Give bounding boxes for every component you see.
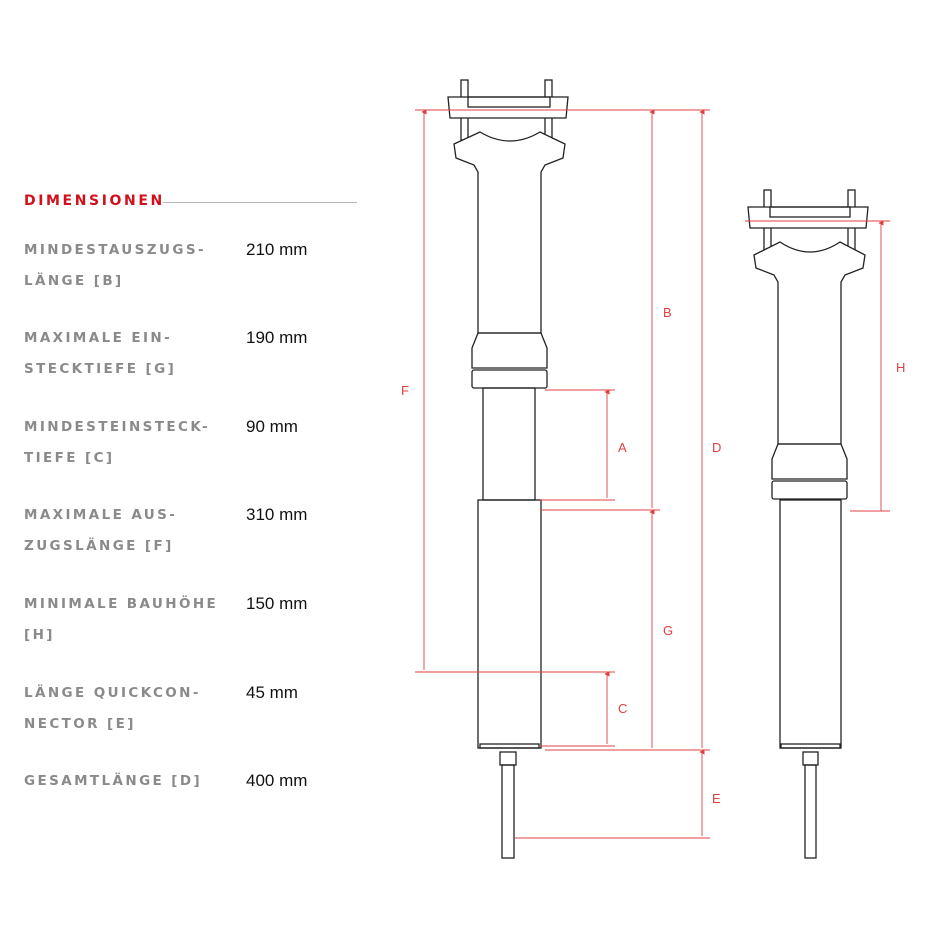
title-divider [163,202,357,203]
dimension-label: GESAMTLÄNGE [D] [24,773,203,789]
dimension-row: MAXIMALE AUS-ZUGSLÄNGE [F] 310 mm [24,500,354,562]
dimension-label: LÄNGE QUICKCON-NECTOR [E] [24,685,201,732]
dimension-row: MINDESTEINSTECK-TIEFE [C] 90 mm [24,412,354,474]
dimension-row: GESAMTLÄNGE [D] 400 mm [24,766,354,797]
dim-label-c: C [618,701,627,716]
dimension-row: MINIMALE BAUHÖHE[H] 150 mm [24,589,354,651]
dimension-row: LÄNGE QUICKCON-NECTOR [E] 45 mm [24,678,354,740]
dimension-value: 45 mm [246,683,298,702]
dim-label-e: E [712,791,721,806]
dimension-label: MINDESTAUSZUGS-LÄNGE [B] [24,242,206,289]
dim-label-g: G [663,623,673,638]
dimension-label: MAXIMALE AUS-ZUGSLÄNGE [F] [24,507,178,554]
dimension-letters: F B D A G C E H [401,305,905,806]
dim-label-b: B [663,305,672,320]
dimension-value: 310 mm [246,505,308,524]
dimension-label: MAXIMALE EIN-STECKTIEFE [G] [24,330,177,377]
dimension-row: MINDESTAUSZUGS-LÄNGE [B] 210 mm [24,235,354,297]
dimension-value: 90 mm [246,417,298,436]
dimension-label: MINIMALE BAUHÖHE[H] [24,596,219,643]
dimension-label: MINDESTEINSTECK-TIEFE [C] [24,419,211,466]
dimension-row: MAXIMALE EIN-STECKTIEFE [G] 190 mm [24,323,354,385]
dimension-value: 190 mm [246,328,308,347]
section-title: DIMENSIONEN [24,193,165,209]
dim-label-a: A [618,440,627,455]
dim-label-f: F [401,383,409,398]
dimension-value: 150 mm [246,594,308,613]
dimension-value: 210 mm [246,240,308,259]
dim-label-d: D [712,440,721,455]
seatpost-extended [447,79,569,859]
dimension-lines [415,109,890,839]
seatpost-compressed [747,189,869,859]
dimension-value: 400 mm [246,771,308,790]
dim-label-h: H [896,360,905,375]
